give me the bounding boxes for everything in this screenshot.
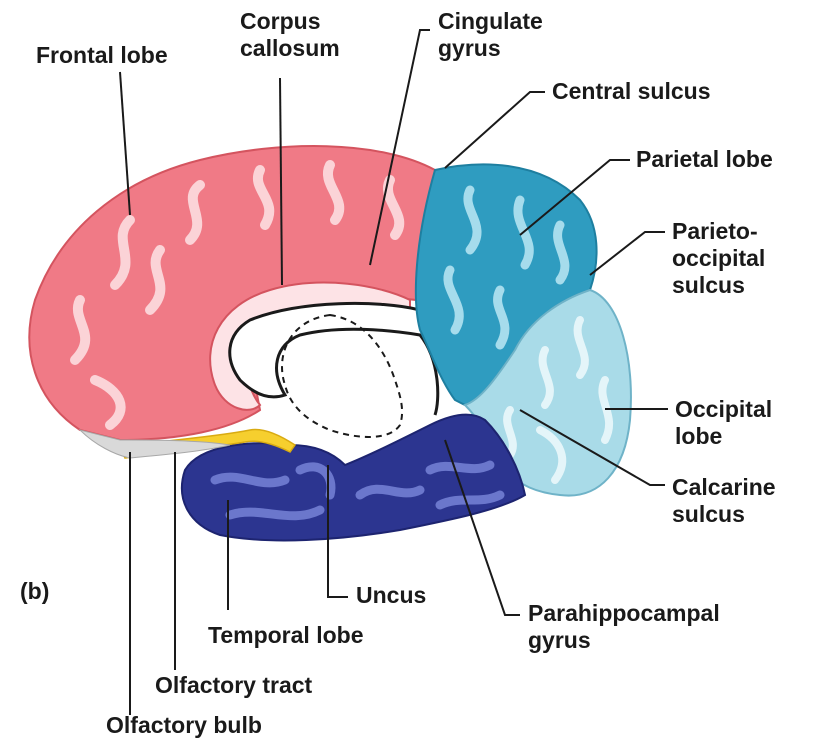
label-parieto-occipital-sulcus: Parieto- occipital sulcus	[672, 218, 765, 299]
label-frontal-lobe: Frontal lobe	[36, 42, 168, 69]
label-central-sulcus: Central sulcus	[552, 78, 711, 105]
leader-central-sulcus	[445, 92, 545, 168]
label-calcarine-sulcus: Calcarine sulcus	[672, 474, 776, 528]
leader-parieto-occipital-sulcus	[590, 232, 665, 275]
label-olfactory-bulb: Olfactory bulb	[106, 712, 262, 739]
label-olfactory-tract: Olfactory tract	[155, 672, 312, 699]
label-corpus-callosum: Corpus callosum	[240, 8, 340, 62]
label-cingulate-gyrus: Cingulate gyrus	[438, 8, 543, 62]
ventricle-outline	[230, 303, 438, 415]
label-temporal-lobe: Temporal lobe	[208, 622, 364, 649]
label-parahippocampal-gyrus: Parahippocampal gyrus	[528, 600, 720, 654]
label-occipital-lobe: Occipital lobe	[675, 396, 772, 450]
panel-tag: (b)	[20, 578, 49, 605]
label-parietal-lobe: Parietal lobe	[636, 146, 773, 173]
label-uncus: Uncus	[356, 582, 426, 609]
